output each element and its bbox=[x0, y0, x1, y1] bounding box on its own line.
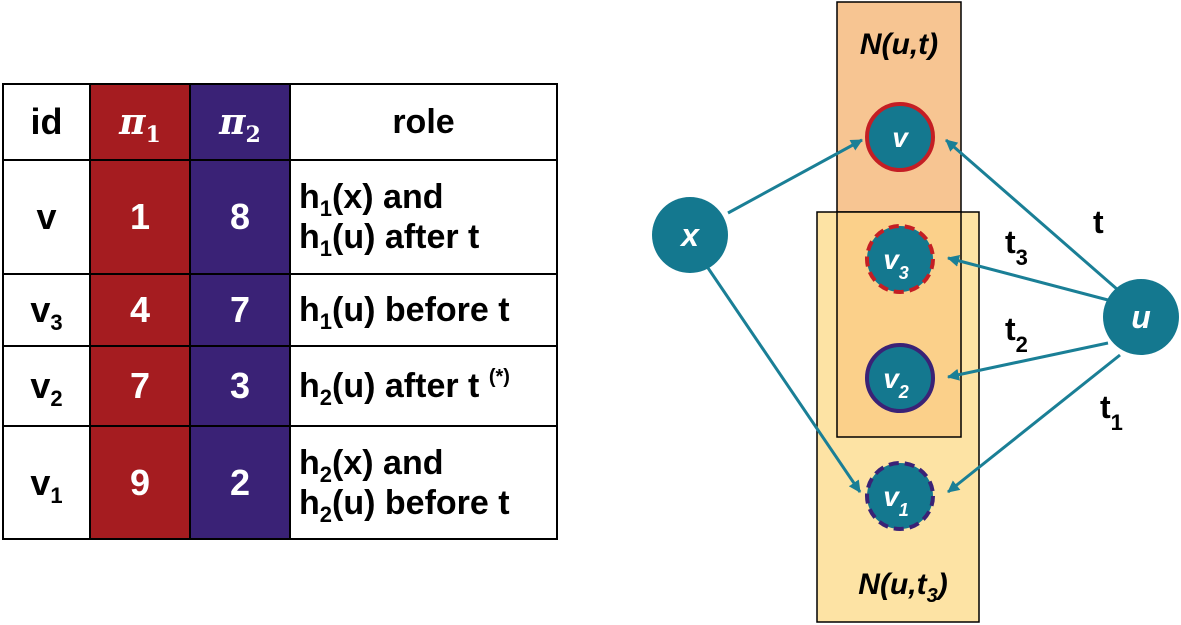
row-id: v2 bbox=[2, 345, 91, 427]
header-pi2: π2 bbox=[189, 83, 291, 161]
header-role: role bbox=[289, 83, 558, 161]
row-role: h1(u) before t bbox=[289, 273, 558, 347]
svg-text:u: u bbox=[1131, 299, 1151, 335]
edge-x-v1 bbox=[704, 264, 862, 493]
edge-x-v bbox=[727, 138, 863, 215]
edge-u-v2 bbox=[947, 341, 1109, 381]
row-pi1-value: 1 bbox=[89, 159, 191, 275]
svg-text:v2: v2 bbox=[883, 363, 909, 402]
header-pi1: π1 bbox=[89, 83, 191, 161]
role-text-line: h2(x) and bbox=[299, 443, 444, 487]
row-pi2-value: 2 bbox=[189, 425, 291, 540]
edge-label-t1: t1 bbox=[1100, 389, 1123, 435]
row-role: h2(u) after t (*) bbox=[289, 345, 558, 427]
row-pi1-value: 4 bbox=[89, 273, 191, 347]
edge-u-v bbox=[945, 138, 1119, 292]
svg-text:v: v bbox=[892, 122, 909, 153]
box-bottom-label: N(u,t3) bbox=[858, 568, 947, 607]
node-v2: v2 bbox=[865, 343, 935, 413]
row-pi1-value: 9 bbox=[89, 425, 191, 540]
edge-u-v3 bbox=[947, 254, 1109, 302]
row-id: v bbox=[2, 159, 91, 275]
svg-text:v3: v3 bbox=[883, 244, 909, 283]
edge-label-t2: t2 bbox=[1005, 311, 1028, 357]
edge-label-t3: t3 bbox=[1005, 224, 1028, 270]
edge-u-v1 bbox=[947, 353, 1121, 494]
svg-text:x: x bbox=[679, 217, 700, 253]
box-top-label: N(u,t) bbox=[860, 28, 938, 61]
row-pi2-value: 8 bbox=[189, 159, 291, 275]
role-text-line: h1(u) after t bbox=[299, 218, 480, 261]
table-header-row: id π1 π2 role bbox=[2, 83, 558, 161]
header-id: id bbox=[2, 83, 91, 161]
row-pi2-value: 7 bbox=[189, 273, 291, 347]
role-text-line: h1(x) and bbox=[299, 178, 444, 221]
node-v: v bbox=[865, 102, 935, 172]
node-v3: v3 bbox=[865, 224, 935, 294]
row-pi1-value: 7 bbox=[89, 345, 191, 427]
edge-label-t: t bbox=[1093, 204, 1104, 240]
table-row: v2 7 3 h2(u) after t (*) bbox=[2, 345, 558, 427]
row-id: v3 bbox=[2, 273, 91, 347]
row-id: v1 bbox=[2, 425, 91, 540]
role-text-line: h2(u) before t bbox=[299, 483, 510, 527]
role-text-line: h2(u) after t (*) bbox=[299, 366, 510, 410]
role-text-line: h1(u) before t bbox=[299, 291, 510, 334]
node-u: u bbox=[1103, 279, 1179, 355]
svg-text:v1: v1 bbox=[883, 481, 909, 520]
node-v1: v1 bbox=[865, 461, 935, 531]
table-row: v3 4 7 h1(u) before t bbox=[2, 273, 558, 347]
row-pi2-value: 3 bbox=[189, 345, 291, 427]
node-x: x bbox=[652, 197, 728, 273]
